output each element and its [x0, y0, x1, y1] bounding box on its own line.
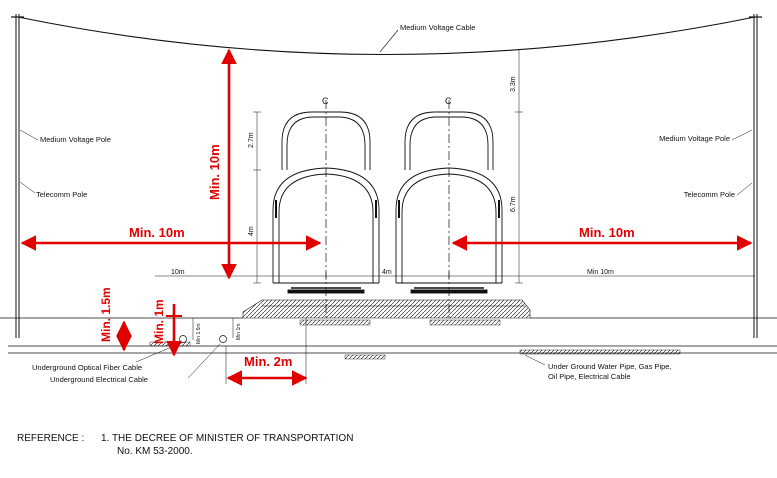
electrical-cable-label: Underground Electrical Cable: [50, 375, 148, 384]
telecomm-pole-right-label: Telecomm Pole: [684, 190, 735, 199]
req-min-1m: Min. 1m: [152, 299, 166, 344]
dim-min-1-5m-small: Min 1.5m: [196, 323, 202, 344]
dimension-lines: [155, 50, 755, 284]
water-pipe-label-line2: Oil Pipe, Electrical Cable: [548, 372, 631, 381]
left-pole: [11, 14, 24, 338]
track-ballast: [242, 299, 531, 326]
mv-pole-right-label: Medium Voltage Pole: [659, 134, 730, 143]
dim-2-7m: 2.7m: [248, 132, 255, 148]
cable-label: Medium Voltage Cable: [400, 23, 475, 32]
req-min-10m-right: Min. 10m: [579, 225, 635, 240]
min-2m-extension-lines: [225, 318, 307, 384]
req-min-10m-left: Min. 10m: [129, 225, 185, 240]
optical-fiber-label: Underground Optical Fiber Cable: [32, 363, 142, 372]
right-pole: [749, 14, 762, 338]
medium-voltage-cable: [17, 16, 756, 56]
dim-min-10m: Min 10m: [587, 269, 614, 276]
req-min-2m: Min. 2m: [244, 354, 292, 369]
dim-10m: 10m: [171, 269, 185, 276]
req-min-1-5m: Min. 1.5m: [99, 287, 113, 342]
reference-prefix: REFERENCE :: [17, 433, 84, 444]
dim-min-1m-small: Min 1m: [236, 324, 242, 340]
electrical-cable: [219, 335, 227, 343]
dim-6-7m: 6.7m: [510, 196, 517, 212]
dim-4m-horizontal: 4m: [382, 269, 392, 276]
req-min-10m-vertical: Min. 10m: [207, 144, 222, 200]
water-pipe-label-line1: Under Ground Water Pipe, Gas Pipe,: [548, 362, 672, 371]
dim-3-3m: 3.3m: [510, 76, 517, 92]
telecomm-pole-left-label: Telecomm Pole: [36, 190, 87, 199]
mv-pole-left-label: Medium Voltage Pole: [40, 135, 111, 144]
red-requirement-arrows: [20, 48, 753, 386]
centerline-right-symbol: C: [445, 96, 452, 106]
small-cable-dims: [192, 318, 234, 340]
reference-item-line2: No. KM 53-2000.: [117, 446, 193, 457]
optical-fiber-cable: [179, 335, 187, 343]
reference-item-line1: 1. THE DECREE OF MINISTER OF TRANSPORTAT…: [101, 433, 353, 444]
dim-4m-vertical: 4m: [248, 226, 255, 236]
ground-surface: [0, 317, 777, 354]
centerline-left-symbol: C: [322, 96, 329, 106]
